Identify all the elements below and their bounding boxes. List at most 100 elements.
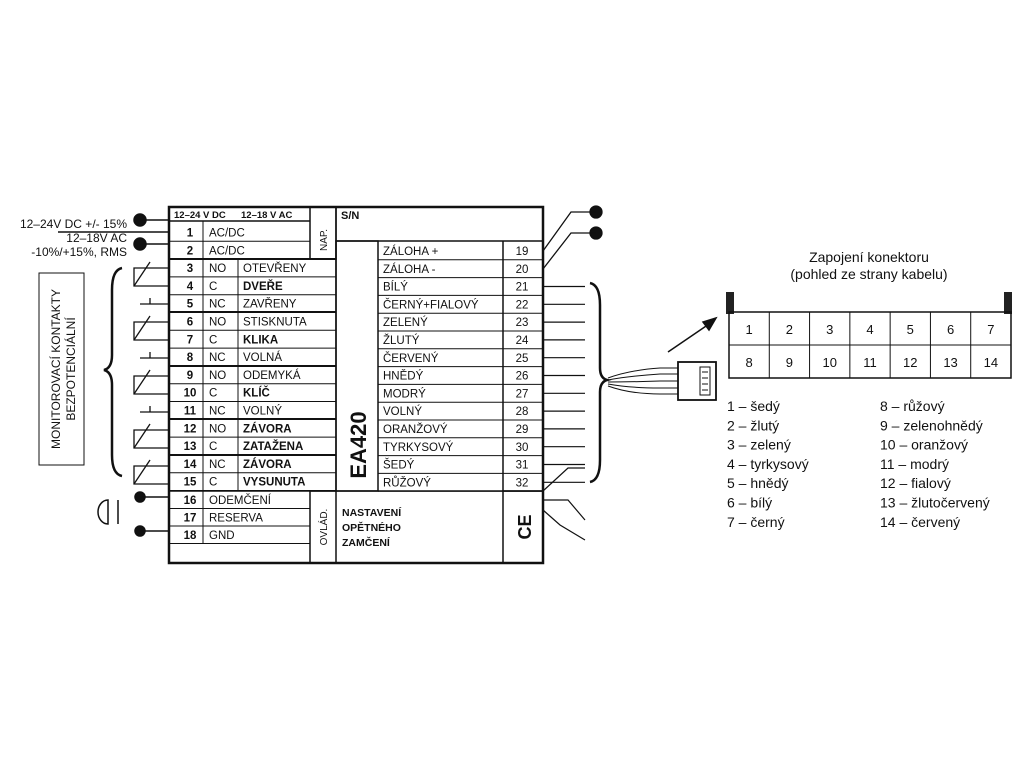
legend-item: 3 – zelený bbox=[727, 437, 791, 453]
left-terminal-number: 12 bbox=[184, 423, 197, 435]
pin-label: 13 bbox=[943, 355, 957, 370]
relay-arm bbox=[133, 267, 140, 287]
right-terminal-label: HNĚDÝ bbox=[383, 370, 424, 383]
left-terminal-label: STISKNUTA bbox=[243, 317, 307, 329]
legend-item: 9 – zelenohnědý bbox=[880, 417, 983, 433]
sn-label: S/N bbox=[341, 210, 359, 222]
connector-title: Zapojení konektoru bbox=[809, 249, 929, 265]
left-terminal-number: 8 bbox=[187, 352, 194, 364]
nap-label: NAP. bbox=[319, 229, 330, 251]
pin-label: 9 bbox=[786, 355, 793, 370]
nastaveni-line3: ZAMČENÍ bbox=[342, 536, 391, 549]
left-terminal-number: 10 bbox=[184, 388, 197, 400]
legend-item: 5 – hnědý bbox=[727, 475, 789, 491]
lock-symbol bbox=[97, 491, 169, 537]
left-terminal-type: C bbox=[209, 477, 217, 489]
pin-label: 8 bbox=[746, 355, 753, 370]
relay-switch bbox=[133, 369, 151, 395]
pin-label: 14 bbox=[984, 355, 998, 370]
relay-arm bbox=[133, 375, 140, 395]
legend-item: 11 – modrý bbox=[880, 456, 949, 472]
supply-tolerance-label: -10%/+15%, RMS bbox=[31, 245, 127, 259]
model-label: EA420 bbox=[346, 411, 371, 478]
left-terminal-number: 4 bbox=[187, 281, 194, 293]
right-terminal-label: BÍLÝ bbox=[383, 281, 408, 294]
left-terminal-type: NO bbox=[209, 370, 226, 382]
right-terminal-number: 21 bbox=[516, 282, 529, 294]
legend-item: 10 – oranžový bbox=[880, 437, 968, 453]
supply-wires bbox=[58, 213, 169, 251]
left-terminal-number: 15 bbox=[184, 477, 197, 489]
left-terminal-type: NC bbox=[209, 299, 226, 311]
left-terminal-number: 9 bbox=[187, 370, 193, 382]
lower-terminal-number: 18 bbox=[184, 530, 197, 542]
cable-wire bbox=[542, 467, 585, 492]
right-terminal-label: ZELENÝ bbox=[383, 316, 428, 329]
nastaveni-line1: NASTAVENÍ bbox=[342, 506, 402, 519]
pin-label: 3 bbox=[826, 322, 833, 337]
right-brace bbox=[589, 281, 612, 484]
relay-arm bbox=[133, 465, 140, 485]
monitoring-contacts-sublabel: BEZPOTENCIÁLNÍ bbox=[63, 317, 78, 421]
left-terminal-type: NC bbox=[209, 352, 226, 364]
left-terminal-label: OTEVŘENY bbox=[243, 262, 307, 275]
right-terminal-label: ZÁLOHA + bbox=[383, 245, 439, 258]
right-terminal-label: ZÁLOHA - bbox=[383, 263, 436, 276]
left-terminal-type: C bbox=[209, 388, 217, 400]
nastaveni-line2: OPĚTNÉHO bbox=[342, 521, 401, 534]
left-terminal-number: 5 bbox=[187, 299, 194, 311]
left-brace bbox=[103, 266, 123, 478]
right-terminal-label: RŮŽOVÝ bbox=[383, 476, 431, 489]
right-terminal-number: 25 bbox=[516, 353, 529, 365]
left-terminal-label: KLÍČ bbox=[243, 387, 270, 400]
arrow-icon bbox=[667, 316, 718, 353]
connector-grid bbox=[726, 292, 1012, 379]
cable-wire bbox=[543, 499, 586, 521]
ovlad-label: OVLÁD. bbox=[317, 509, 330, 546]
right-terminal-label: TYRKYSOVÝ bbox=[383, 441, 454, 454]
relay-switch bbox=[133, 315, 151, 341]
left-terminal-label: ODEMYKÁ bbox=[243, 369, 301, 382]
legend-item: 12 – fialový bbox=[880, 475, 951, 491]
legend-item: 4 – tyrkysový bbox=[727, 456, 809, 472]
pin-label: 12 bbox=[903, 355, 917, 370]
left-terminal-label: ZAVŘENY bbox=[243, 298, 297, 311]
left-terminal-type: C bbox=[209, 281, 217, 293]
right-terminal-label: ŠEDÝ bbox=[383, 459, 415, 472]
left-terminal-type: NO bbox=[209, 423, 226, 435]
left-terminal-label: VYSUNUTA bbox=[243, 477, 305, 489]
pin-label: 1 bbox=[746, 322, 753, 337]
right-terminal-number: 19 bbox=[516, 246, 529, 258]
lower-terminal-label: ODEMČENÍ bbox=[209, 494, 272, 507]
right-terminal-number: 32 bbox=[516, 477, 529, 489]
pin-label: 10 bbox=[822, 355, 836, 370]
pin-label: 7 bbox=[987, 322, 994, 337]
right-terminal-number: 20 bbox=[516, 264, 529, 276]
right-terminal-number: 29 bbox=[516, 424, 529, 436]
legend-item: 7 – černý bbox=[727, 514, 785, 530]
left-terminal-number: 7 bbox=[187, 334, 193, 346]
lower-terminal-label: RESERVA bbox=[209, 513, 263, 525]
right-terminal-number: 30 bbox=[516, 442, 529, 454]
left-terminal-type: NC bbox=[209, 406, 226, 418]
right-terminal-number: 24 bbox=[516, 335, 529, 347]
right-terminal-label: VOLNÝ bbox=[383, 405, 422, 418]
left-terminal-number: 6 bbox=[187, 317, 193, 329]
header-ac: 12–18 V AC bbox=[241, 210, 293, 221]
left-terminal-label: DVEŘE bbox=[243, 280, 283, 293]
right-terminal-label: ČERVENÝ bbox=[383, 352, 439, 365]
cable-wire bbox=[542, 509, 586, 541]
left-terminal-number: 13 bbox=[184, 441, 197, 453]
pin-label: 6 bbox=[947, 322, 954, 337]
right-terminal-label: ČERNÝ+FIALOVÝ bbox=[383, 298, 479, 311]
pin-label: 2 bbox=[786, 322, 793, 337]
left-terminal-type: NO bbox=[209, 263, 226, 275]
relay-contacts bbox=[133, 261, 169, 485]
left-terminal-label: ZÁVORA bbox=[243, 422, 292, 435]
legend-item: 2 – žlutý bbox=[727, 417, 779, 433]
